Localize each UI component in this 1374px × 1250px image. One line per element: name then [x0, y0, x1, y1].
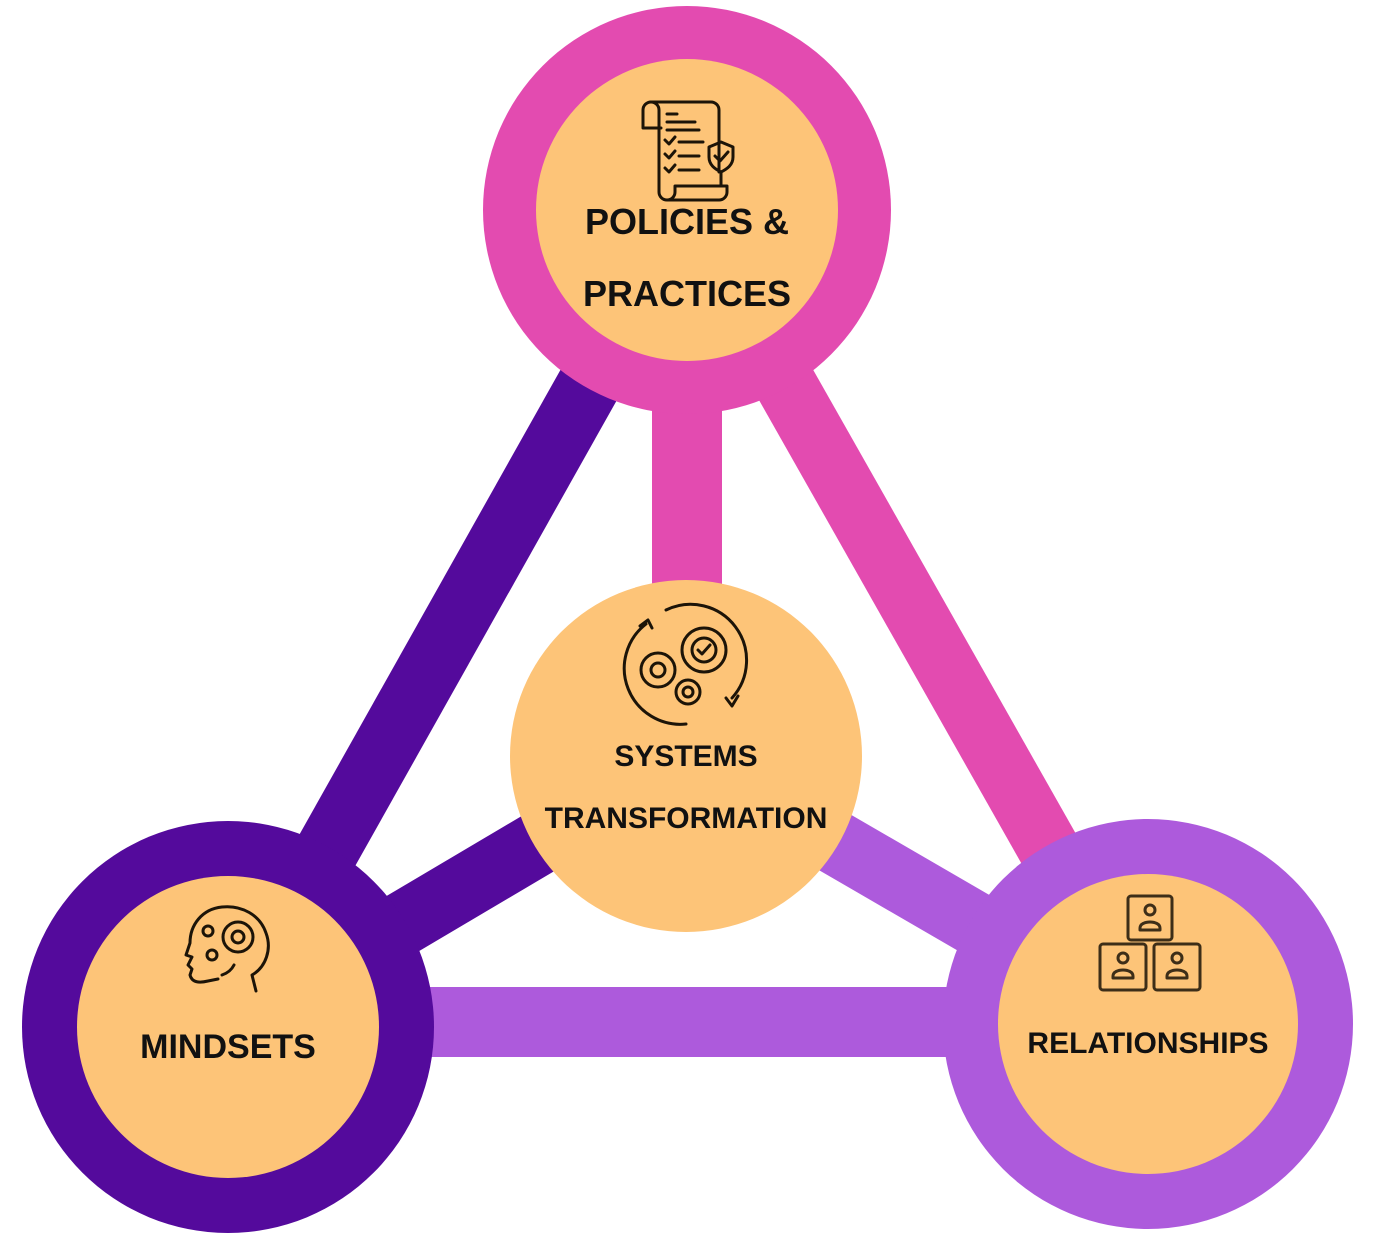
policy-scroll-checklist-icon	[641, 100, 735, 202]
head-gears-icon	[184, 905, 270, 993]
relationships-label: RELATIONSHIPS	[1027, 1027, 1268, 1060]
node-policies-practices: POLICIES & PRACTICES	[483, 6, 891, 414]
policies-label-line1: POLICIES &	[585, 201, 789, 242]
center-label-line1: SYSTEMS	[614, 740, 757, 773]
mindsets-label: MINDSETS	[140, 1028, 316, 1066]
policies-inner-circle	[536, 59, 838, 361]
node-systems-transformation: SYSTEMS TRANSFORMATION	[510, 580, 862, 932]
relationships-inner-circle	[998, 874, 1298, 1174]
node-relationships: RELATIONSHIPS	[943, 819, 1353, 1229]
mindsets-inner-circle	[77, 876, 379, 1178]
policies-label-line2: PRACTICES	[583, 273, 791, 314]
center-circle	[510, 580, 862, 932]
puzzle-people-icon	[1098, 894, 1202, 992]
gears-cycle-check-icon	[622, 602, 749, 726]
node-mindsets: MINDSETS	[22, 821, 434, 1233]
center-label-line2: TRANSFORMATION	[545, 802, 828, 835]
